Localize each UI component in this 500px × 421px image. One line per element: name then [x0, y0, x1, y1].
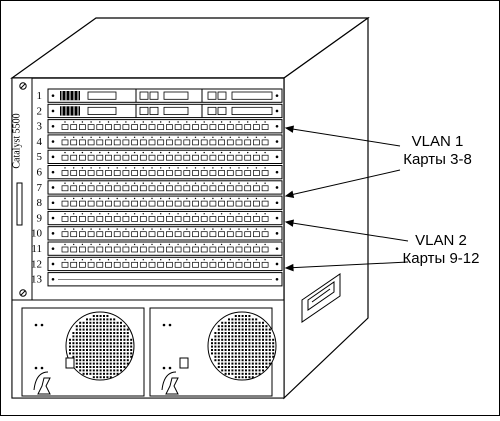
slot-card-1 [47, 88, 283, 103]
slot-cards [47, 88, 283, 287]
slot-number: 11 [31, 243, 42, 255]
slot-number: 5 [37, 151, 43, 163]
slot-card-4 [47, 134, 283, 149]
slot-card-3 [47, 119, 283, 134]
slot-number: 8 [37, 197, 43, 209]
power-supplies [21, 307, 277, 397]
annotation-arrow [284, 261, 409, 272]
brand-text: Catalyst 5500 [11, 113, 23, 169]
slot-card-12 [47, 256, 283, 272]
brand-label: Catalyst 5500 [2, 96, 32, 186]
vlan2-name: VLAN 2 [415, 232, 467, 249]
slot-card-8 [47, 195, 283, 210]
brand-handle [16, 182, 23, 226]
annotation-arrow [284, 169, 401, 198]
power-supply-2 [149, 307, 277, 397]
vlan2-label: VLAN 2 Карты 9-12 [385, 232, 497, 268]
vlan1-cards: Карты 3-8 [403, 151, 472, 168]
slot-number: 10 [31, 228, 43, 240]
slot-card-2 [47, 103, 283, 119]
slot-card-13 [47, 272, 283, 287]
slot-number: 12 [31, 258, 42, 270]
vlan1-label: VLAN 1 Карты 3-8 [380, 133, 495, 169]
slot-number: 3 [37, 121, 43, 133]
slot-card-9 [47, 210, 283, 226]
power-supply-1 [21, 307, 145, 397]
slot-number: 7 [37, 182, 43, 194]
slot-card-11 [47, 241, 283, 256]
annotation-arrow [284, 219, 409, 242]
slot-number: 1 [37, 90, 43, 102]
slot-card-7 [47, 180, 283, 195]
side-handle [301, 273, 341, 323]
slot-number: 2 [37, 105, 43, 117]
chassis-side [283, 16, 369, 400]
slot-number: 9 [37, 212, 43, 224]
slot-card-5 [47, 149, 283, 164]
vlan2-cards: Карты 9-12 [402, 250, 480, 267]
slot-number: 6 [37, 167, 43, 179]
slot-number: 13 [31, 274, 43, 286]
slot-card-6 [47, 165, 283, 180]
vlan1-name: VLAN 1 [411, 133, 464, 150]
slot-number: 4 [37, 136, 43, 148]
annotation-arrows [284, 125, 409, 272]
annotation-arrow [284, 125, 401, 147]
slot-card-10 [47, 226, 283, 241]
